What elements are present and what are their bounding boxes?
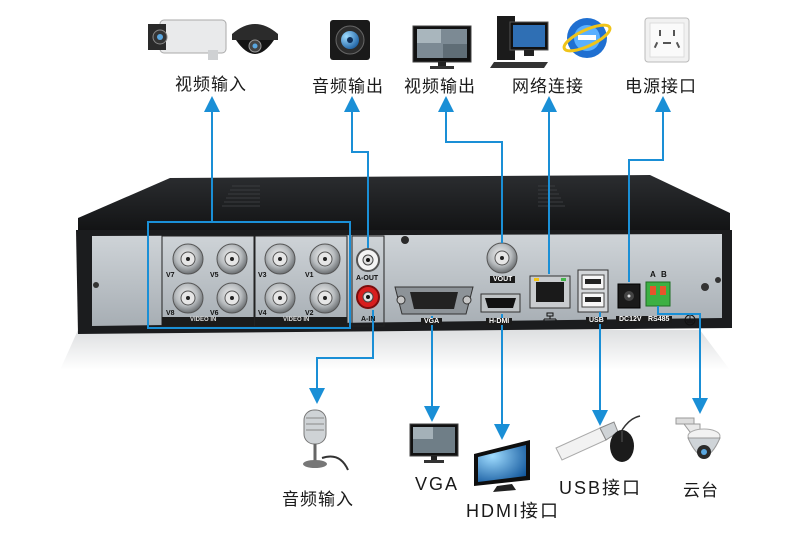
bnc-vout[interactable] — [486, 242, 518, 274]
callout-video-out: 视频输出 — [404, 77, 476, 97]
callout-video-in: 视频输入 — [175, 75, 247, 95]
arrow-power — [628, 96, 671, 282]
label-v8: V8 — [166, 310, 175, 317]
label-usb: USB — [586, 317, 607, 324]
usb-drive-icon — [555, 421, 619, 461]
dc12v-jack[interactable] — [617, 283, 641, 309]
label-vout: VOUT — [490, 276, 516, 283]
rca-a-in[interactable] — [356, 285, 380, 309]
label-hdmi: H-DMI — [486, 318, 513, 325]
label-v1: V1 — [305, 272, 314, 279]
label-dc12v: DC12V — [616, 316, 645, 323]
network-port-icon — [543, 312, 557, 321]
label-v6: V6 — [210, 310, 219, 317]
ptz-camera-icon — [675, 417, 721, 459]
bnc-v2[interactable] — [309, 282, 341, 314]
hdmi-tv-icon — [474, 440, 530, 492]
label-v3: V3 — [258, 272, 267, 279]
bnc-v7[interactable] — [172, 243, 204, 275]
callout-vga: VGA — [415, 474, 460, 494]
video-in-plate-right — [255, 317, 347, 326]
label-v2: V2 — [305, 310, 314, 317]
callout-audio-in: 音频输入 — [282, 490, 354, 510]
vga-port[interactable] — [394, 286, 474, 315]
label-a: A — [650, 270, 656, 279]
rca-a-out[interactable] — [356, 248, 380, 272]
label-a-out: A-OUT — [356, 275, 379, 282]
bnc-v1[interactable] — [309, 243, 341, 275]
bullet-camera-icon — [148, 19, 227, 60]
desktop-pc-icon — [490, 16, 549, 68]
label-video-in-left: VIDEO IN — [190, 317, 217, 323]
ie-browser-icon — [562, 18, 612, 58]
label-a-in: A-IN — [361, 316, 376, 323]
microphone-icon — [303, 409, 349, 471]
callout-ptz: 云台 — [683, 481, 719, 501]
vga-monitor-icon — [409, 423, 459, 463]
callout-usb: USB接口 — [559, 478, 643, 498]
label-vga: VGA — [421, 318, 443, 325]
bnc-v8[interactable] — [172, 282, 204, 314]
label-v4: V4 — [258, 310, 267, 317]
video-in-frame — [147, 221, 351, 329]
callout-audio-out: 音频输出 — [312, 77, 384, 97]
screw — [401, 236, 409, 244]
label-v7: V7 — [166, 272, 175, 279]
ground-screw — [701, 283, 709, 291]
hdmi-port[interactable] — [480, 293, 521, 313]
rs485-terminal[interactable] — [645, 281, 671, 307]
arrow-audio-in — [309, 310, 374, 404]
bnc-v3[interactable] — [264, 243, 296, 275]
usb-ports[interactable] — [577, 269, 609, 313]
bnc-v4[interactable] — [264, 282, 296, 314]
callout-network: 网络连接 — [512, 77, 584, 97]
speaker-icon — [330, 20, 370, 60]
label-b: B — [661, 270, 667, 279]
mouse-icon — [610, 415, 641, 462]
bnc-v5[interactable] — [216, 243, 248, 275]
wall-socket-icon — [644, 17, 690, 63]
label-v5: V5 — [210, 272, 219, 279]
bnc-v6[interactable] — [216, 282, 248, 314]
callout-power: 电源接口 — [625, 77, 697, 97]
screw — [715, 277, 721, 283]
label-rs485: RS485 — [645, 316, 673, 323]
rj45-port[interactable] — [529, 275, 571, 309]
chassis-top — [78, 175, 730, 232]
arrow-ptz — [657, 306, 708, 414]
callout-hdmi: HDMI接口 — [466, 501, 560, 521]
top-vent-left — [222, 185, 260, 207]
label-video-in-right: VIDEO IN — [283, 317, 310, 323]
monitor-icon — [412, 25, 472, 69]
arrow-video-out — [438, 96, 503, 243]
screw — [93, 282, 99, 288]
video-in-plate-left — [162, 317, 254, 326]
arrow-audio-out — [344, 96, 369, 248]
dome-camera-icon — [232, 24, 278, 54]
device-reflection — [60, 330, 730, 370]
callout-arrows — [147, 96, 708, 440]
